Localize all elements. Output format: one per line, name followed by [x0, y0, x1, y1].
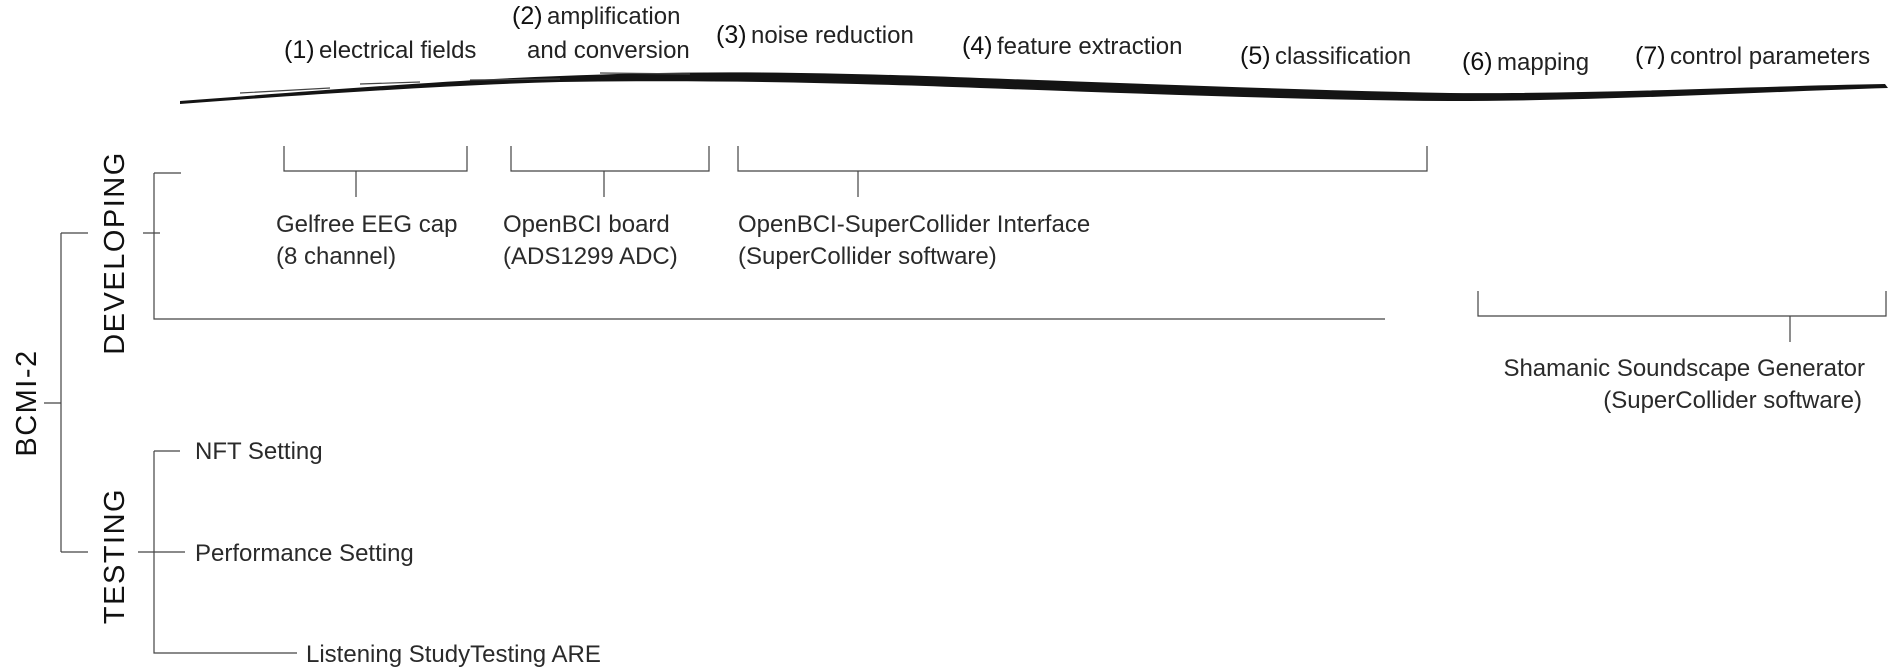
stage-1: (1) electrical fields [284, 36, 476, 64]
svg-text:(3) noise reduction: (3) noise reduction [716, 21, 914, 49]
component-soundscape: Shamanic Soundscape Generator (SuperColl… [1503, 355, 1865, 414]
component-eeg-cap: Gelfree EEG cap (8 channel) [276, 211, 457, 270]
svg-text:(5) classification: (5) classification [1240, 42, 1411, 70]
svg-text:Shamanic Soundscape Generator: Shamanic Soundscape Generator [1503, 355, 1865, 382]
setting-performance: Performance Setting [195, 540, 414, 567]
bracket-openbci-board [510, 146, 710, 197]
bracket-interface [737, 146, 1428, 197]
svg-text:(SuperCollider software): (SuperCollider software) [738, 243, 997, 270]
brush-fray [239, 72, 691, 94]
developing-branch [143, 172, 1385, 320]
developing-label: DEVELOPING [99, 151, 131, 355]
svg-text:OpenBCI board: OpenBCI board [503, 211, 670, 238]
svg-text:and conversion: and conversion [527, 37, 690, 64]
svg-text:(7) control parameters: (7) control parameters [1635, 42, 1870, 70]
stage-4: (4) feature extraction [962, 32, 1182, 60]
stage-6: (6) mapping [1462, 48, 1589, 76]
svg-text:(ADS1299 ADC): (ADS1299 ADC) [503, 243, 678, 270]
stage-7: (7) control parameters [1635, 42, 1870, 70]
svg-text:(4) feature extraction: (4) feature extraction [962, 32, 1182, 60]
root-label: BCMI-2 [11, 349, 43, 456]
svg-text:(8 channel): (8 channel) [276, 243, 396, 270]
bracket-eeg-cap [283, 146, 468, 197]
stage-2: (2) amplification and conversion [512, 2, 690, 64]
component-interface: OpenBCI-SuperCollider Interface (SuperCo… [738, 211, 1090, 270]
svg-text:OpenBCI-SuperCollider Interfac: OpenBCI-SuperCollider Interface [738, 211, 1090, 238]
svg-text:(2) amplification: (2) amplification [512, 2, 680, 30]
svg-text:(SuperCollider software): (SuperCollider software) [1603, 387, 1862, 414]
stage-3: (3) noise reduction [716, 21, 914, 49]
root-branch [44, 232, 88, 553]
stage-5: (5) classification [1240, 42, 1411, 70]
svg-text:(1) electrical fields: (1) electrical fields [284, 36, 476, 64]
brush-stroke [180, 72, 1888, 104]
svg-text:(6) mapping: (6) mapping [1462, 48, 1589, 76]
testing-branch [138, 450, 297, 654]
setting-nft: NFT Setting [195, 438, 323, 465]
bracket-soundscape [1477, 291, 1887, 342]
component-openbci-board: OpenBCI board (ADS1299 ADC) [503, 211, 678, 270]
testing-label: TESTING [99, 488, 131, 624]
setting-listening-study: Listening StudyTesting ARE [306, 641, 601, 668]
svg-text:Gelfree EEG cap: Gelfree EEG cap [276, 211, 457, 238]
